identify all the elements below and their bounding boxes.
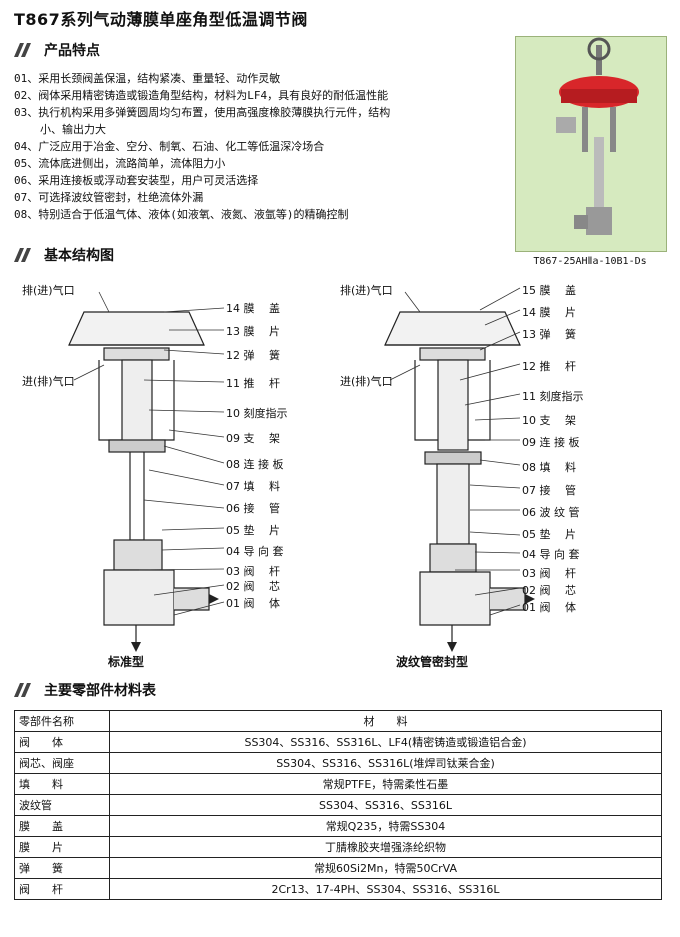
inlet-arrow-icon — [447, 642, 457, 652]
page-title: T867系列气动薄膜单座角型低温调节阀 — [14, 10, 308, 29]
features-heading: 产品特点 — [14, 40, 100, 60]
features-list: 01、采用长颈阀盖保温，结构紧凑、重量轻、动作灵敏 02、阀体采用精密铸造或锻造… — [14, 70, 390, 223]
part-label: 09 支 架 — [226, 432, 280, 445]
part-label: 13 膜 片 — [226, 325, 280, 338]
material-cell: 常规60Si2Mn，特需50CrVA — [109, 857, 662, 879]
part-label: 13 弹 簧 — [522, 328, 576, 341]
structure-heading: 基本结构图 — [14, 245, 114, 265]
part-label: 10 刻度指示 — [226, 407, 288, 420]
part-label: 01 阀 体 — [226, 597, 280, 610]
part-name-cell: 膜 片 — [14, 836, 110, 858]
part-label: 10 支 架 — [522, 414, 576, 427]
part-name-cell: 阀 体 — [14, 731, 110, 753]
section-slash-icon — [14, 248, 31, 262]
section-slash-icon — [14, 43, 31, 57]
part-label: 09 连 接 板 — [522, 436, 580, 449]
part-label: 14 膜 片 — [522, 306, 576, 319]
part-label: 05 垫 片 — [226, 524, 280, 537]
feature-item: 04、广泛应用于冶金、空分、制氧、石油、化工等低温深冷场合 — [14, 140, 325, 153]
materials-heading: 主要零部件材料表 — [14, 680, 156, 700]
material-cell: SS304、SS316、SS316L、LF4(精密铸造或锻造铝合金) — [109, 731, 662, 753]
part-name-cell: 膜 盖 — [14, 815, 110, 837]
part-label: 07 填 料 — [226, 480, 280, 493]
part-label: 02 阀 芯 — [226, 580, 280, 593]
right-exhaust-port-label: 排(进)气口 — [340, 284, 393, 297]
part-label: 15 膜 盖 — [522, 284, 576, 297]
materials-heading-text: 主要零部件材料表 — [44, 683, 156, 699]
part-label: 04 导 向 套 — [226, 545, 284, 558]
feature-item: 05、流体底进侧出，流路简单，流体阻力小 — [14, 157, 226, 170]
feature-item: 08、特别适合于低温气体、液体(如液氧、液氮、液氩等)的精确控制 — [14, 208, 349, 221]
material-cell: 常规PTFE，特需柔性石墨 — [109, 773, 662, 795]
part-label: 03 阀 杆 — [522, 567, 576, 580]
part-label: 14 膜 盖 — [226, 302, 280, 315]
table-header-row: 零部件名称 材 料 — [14, 710, 662, 732]
feature-item: 小、输出力大 — [40, 123, 106, 136]
feature-item: 06、采用连接板或浮动套安装型，用户可灵活选择 — [14, 174, 259, 187]
table-row: 膜 片丁腈橡胶夹增强涤纶织物 — [14, 836, 662, 858]
part-name-cell: 波纹管 — [14, 794, 110, 816]
outlet-arrow-icon — [525, 594, 535, 604]
part-label: 03 阀 杆 — [226, 565, 280, 578]
right-intake-port-label: 进(排)气口 — [340, 375, 393, 388]
part-label: 07 接 管 — [522, 484, 576, 497]
table-row: 弹 簧常规60Si2Mn，特需50CrVA — [14, 857, 662, 879]
part-label: 05 垫 片 — [522, 528, 576, 541]
part-label: 11 推 杆 — [226, 377, 280, 390]
part-label: 06 波 纹 管 — [522, 506, 580, 519]
feature-item: 07、可选择波纹管密封，杜绝流体外漏 — [14, 191, 204, 204]
part-label: 02 阀 芯 — [522, 584, 576, 597]
left-intake-port-label: 进(排)气口 — [22, 375, 75, 388]
material-cell: 常规Q235，特需SS304 — [109, 815, 662, 837]
outlet-arrow-icon — [209, 594, 219, 604]
part-label: 12 弹 簧 — [226, 349, 280, 362]
material-cell: SS304、SS316、SS316L(堆焊司钛莱合金) — [109, 752, 662, 774]
bellows-type-title: 波纹管密封型 — [396, 655, 469, 669]
feature-item: 03、执行机构采用多弹簧圆周均匀布置，使用高强度橡胶薄膜执行元件，结构 — [14, 106, 391, 119]
section-slash-icon — [14, 683, 31, 697]
material-cell: 丁腈橡胶夹增强涤纶织物 — [109, 836, 662, 858]
feature-item: 01、采用长颈阀盖保温，结构紧凑、重量轻、动作灵敏 — [14, 72, 281, 85]
standard-type-title: 标准型 — [108, 655, 145, 669]
header-material: 材 料 — [109, 710, 662, 732]
feature-item: 02、阀体采用精密铸造或锻造角型结构，材料为LF4，具有良好的耐低温性能 — [14, 89, 389, 102]
part-name-cell: 阀芯、阀座 — [14, 752, 110, 774]
part-label: 01 阀 体 — [522, 601, 576, 614]
valve-photo-illustration — [556, 37, 639, 235]
inlet-arrow-icon — [131, 642, 141, 652]
part-label: 08 填 料 — [522, 461, 576, 474]
product-photo — [515, 36, 667, 252]
structure-heading-text: 基本结构图 — [44, 248, 114, 264]
header-part-name: 零部件名称 — [14, 710, 110, 732]
part-name-cell: 弹 簧 — [14, 857, 110, 879]
part-name-cell: 填 料 — [14, 773, 110, 795]
part-label: 06 接 管 — [226, 502, 280, 515]
material-cell: SS304、SS316、SS316L — [109, 794, 662, 816]
bellows-valve-diagram — [384, 287, 535, 652]
photo-caption: T867-25AHⅡa-10B1-Ds — [533, 256, 647, 267]
part-name-cell: 阀 杆 — [14, 878, 110, 900]
left-exhaust-port-label: 排(进)气口 — [22, 284, 75, 297]
table-row: 填 料常规PTFE，特需柔性石墨 — [14, 773, 662, 795]
standard-valve-diagram — [68, 291, 225, 652]
part-label: 08 连 接 板 — [226, 458, 284, 471]
part-label: 12 推 杆 — [522, 360, 576, 373]
part-label: 04 导 向 套 — [522, 548, 580, 561]
table-row: 膜 盖常规Q235，特需SS304 — [14, 815, 662, 837]
features-heading-text: 产品特点 — [44, 43, 100, 59]
material-cell: 2Cr13、17-4PH、SS304、SS316、SS316L — [109, 878, 662, 900]
part-label: 11 刻度指示 — [522, 390, 584, 403]
